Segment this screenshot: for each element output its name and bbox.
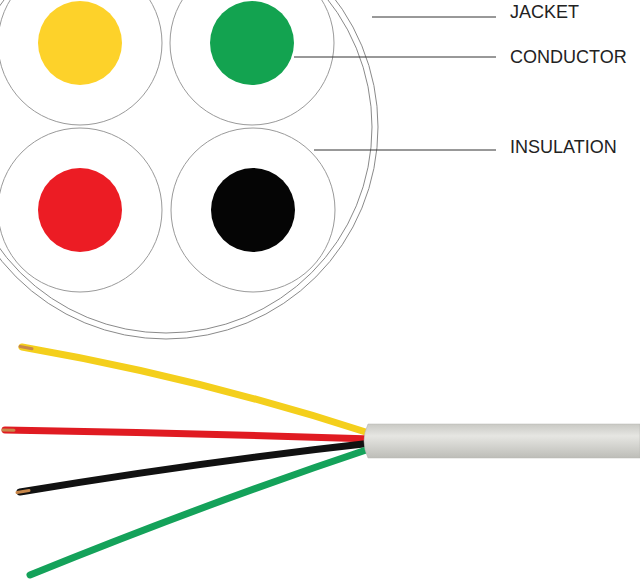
conductor-yellow (38, 1, 122, 85)
copper-tip (17, 491, 29, 493)
part-label: CONDUCTOR (510, 47, 627, 67)
conductor-red (38, 168, 122, 252)
conductor-black (211, 168, 295, 252)
leader-line (314, 150, 496, 151)
copper-tip (3, 429, 14, 432)
copper-tip (20, 347, 32, 349)
insulation-circle (171, 128, 335, 292)
leader-line (372, 17, 496, 18)
jacket-outer-ring (0, 0, 378, 339)
conductor-green (210, 1, 294, 85)
insulation-circle (0, 128, 162, 292)
insulation-circle (0, 0, 162, 125)
cable-jacket (364, 424, 640, 458)
jacket-inner-ring (0, 0, 372, 333)
leader-line (294, 57, 496, 58)
part-label: JACKET (510, 2, 579, 22)
insulation-circle (170, 0, 334, 125)
wire-green (30, 448, 372, 575)
wire-yellow (22, 347, 372, 434)
part-label: INSULATION (510, 137, 617, 157)
wire-red (5, 430, 372, 439)
